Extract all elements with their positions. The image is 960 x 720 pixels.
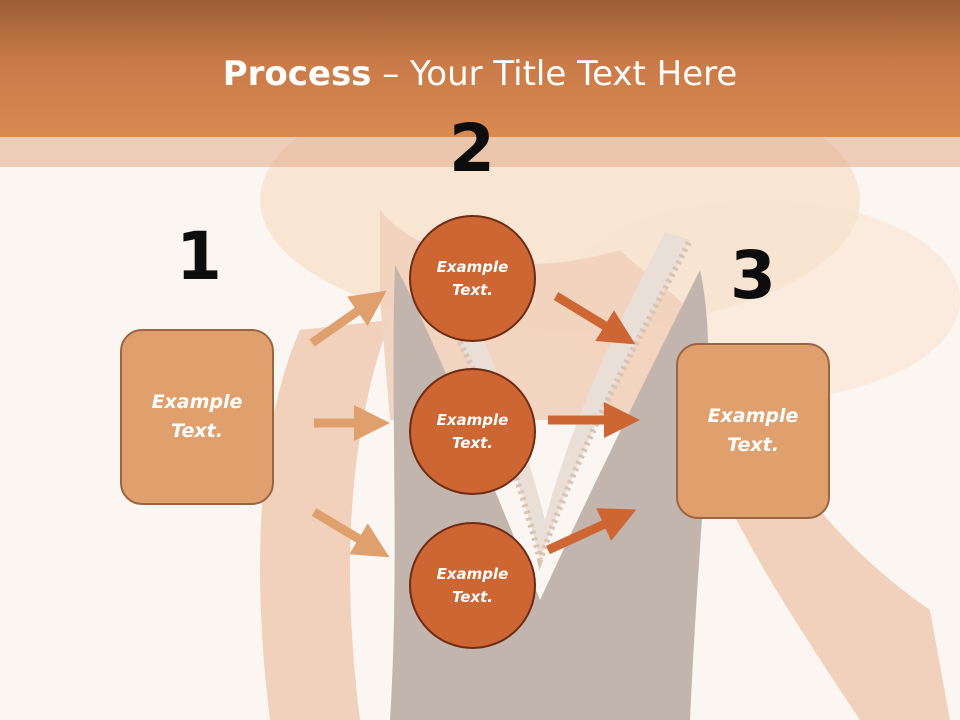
- header-band: [0, 0, 960, 137]
- left-box-text: Example Text.: [151, 391, 243, 442]
- arrow-left-bottom: [311, 508, 390, 558]
- circle-middle-text: Example Text.: [436, 410, 509, 452]
- slide-title: Process – Your Title Text Here: [0, 52, 960, 96]
- right-text-box: Example Text.: [676, 343, 830, 519]
- circle-bottom: Example Text.: [409, 522, 536, 649]
- arrow-left-top: [309, 290, 387, 347]
- arrow-right-top: [553, 292, 636, 345]
- circle-top-text: Example Text.: [436, 257, 509, 299]
- circle-bottom-text: Example Text.: [436, 564, 509, 606]
- right-box-text: Example Text.: [707, 405, 799, 456]
- circle-middle: Example Text.: [409, 368, 536, 495]
- arrow-right-bottom: [546, 508, 637, 555]
- step-number-2: 2: [449, 110, 495, 187]
- step-number-3: 3: [730, 237, 776, 314]
- title-bold: Process: [222, 54, 372, 94]
- circle-top: Example Text.: [409, 215, 536, 342]
- step-number-1: 1: [176, 218, 222, 295]
- header-sub-band: [0, 137, 960, 167]
- left-text-box: Example Text.: [120, 329, 274, 505]
- title-rest: – Your Title Text Here: [371, 54, 738, 94]
